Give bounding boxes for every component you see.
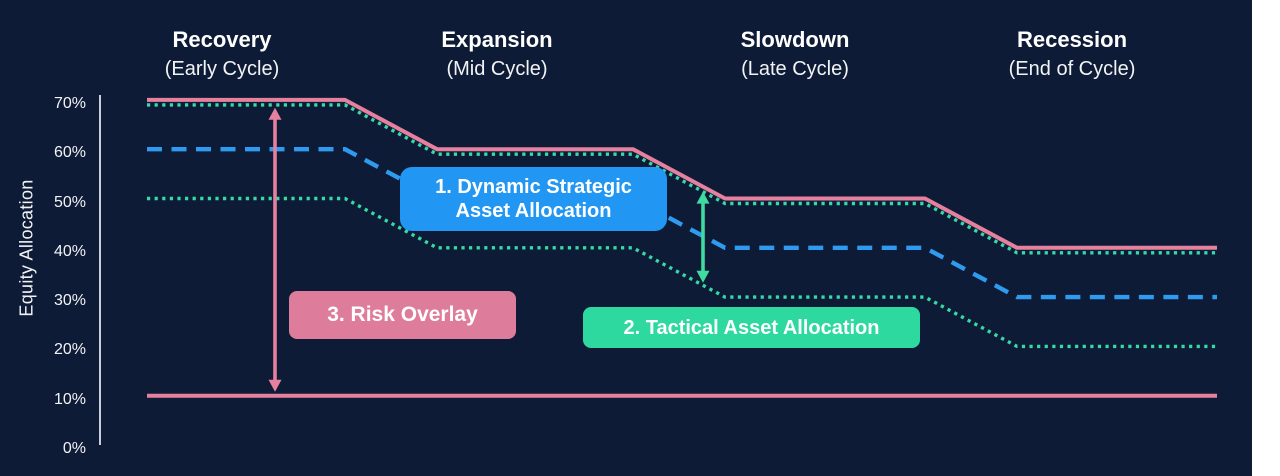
phase-header-expansion: Expansion (Mid Cycle): [441, 26, 552, 84]
y-tick-label: 20%: [53, 341, 86, 359]
phase-subtitle: (Late Cycle): [741, 58, 849, 80]
phase-subtitle: (Early Cycle): [164, 58, 280, 80]
phase-subtitle: (Mid Cycle): [446, 58, 548, 80]
y-axis-line: [99, 95, 101, 445]
y-tick-label: 60%: [53, 144, 86, 162]
callout-risk-overlay: 3. Risk Overlay: [289, 291, 516, 339]
risk-overlay-range-arrow: [268, 107, 282, 392]
series-line-tactical-range-lower-bound: [147, 196, 1217, 349]
y-tick-label: 70%: [53, 94, 86, 112]
phase-title: Slowdown: [740, 27, 850, 52]
callout-tactical-asset-allocation: 2. Tactical Asset Allocation: [583, 307, 920, 348]
y-tick-label: 30%: [53, 292, 86, 310]
phase-title: Recovery: [172, 27, 272, 52]
series-line-risk-overlay-upper-limit: [147, 97, 1217, 250]
y-tick-label: 50%: [53, 193, 86, 211]
phase-header-recession: Recession (End of Cycle): [1009, 26, 1136, 84]
series-line-tactical-range-upper-bound: [147, 103, 1217, 255]
y-tick-label: 40%: [53, 242, 86, 260]
phase-subtitle: (End of Cycle): [1008, 58, 1136, 80]
callout-dynamic-strategic-asset-allocation: 1. Dynamic Strategic Asset Allocation: [400, 167, 667, 231]
phase-header-slowdown: Slowdown (Late Cycle): [741, 26, 850, 84]
phase-title: Expansion: [441, 27, 553, 52]
y-tick-label: 10%: [53, 390, 86, 408]
phase-header-recovery: Recovery (Early Cycle): [165, 26, 279, 84]
phase-title: Recession: [1016, 27, 1128, 52]
right-margin: [1252, 0, 1280, 476]
tactical-range-arrow: [696, 191, 710, 283]
y-tick-label: 0%: [62, 440, 86, 457]
series-line-dynamic-strategic-asset-allocation: [147, 147, 1217, 300]
